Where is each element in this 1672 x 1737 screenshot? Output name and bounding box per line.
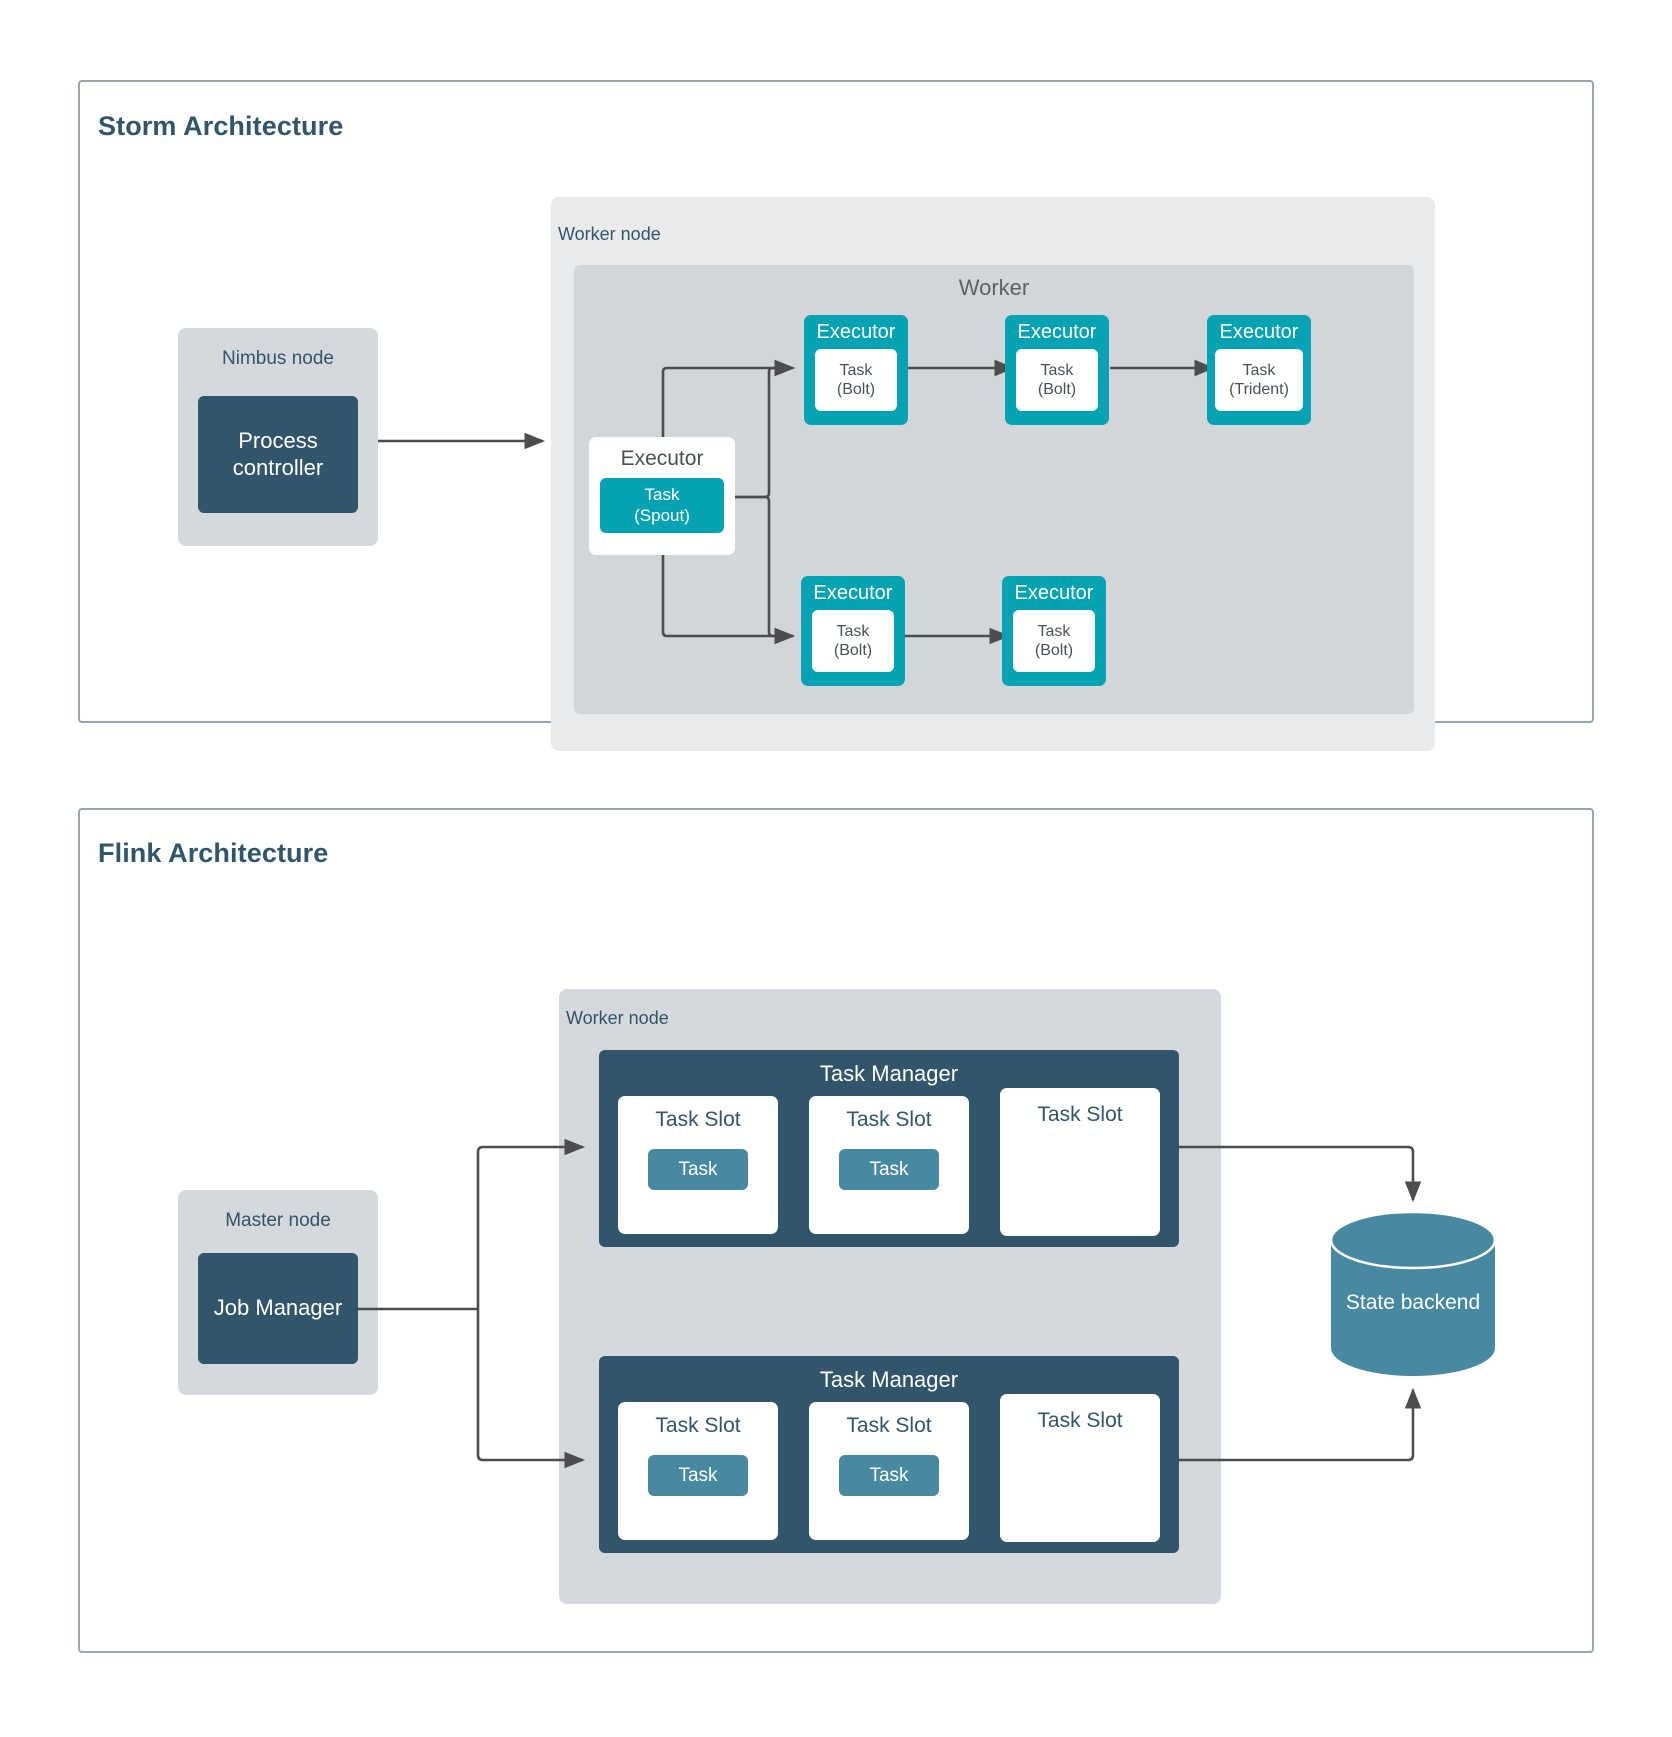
executor-spout[interactable]: Executor Task (Spout): [589, 437, 735, 555]
task-bottom-2-line2: (Bolt): [1034, 642, 1074, 659]
task-top-3-line2: (Trident): [1229, 381, 1289, 398]
executor-top-1-label: Executor: [816, 321, 896, 343]
storm-worker-node-label: Worker node: [558, 224, 661, 244]
task-1-1-label: Task: [678, 1158, 718, 1180]
task-spout[interactable]: Task (Spout): [600, 478, 724, 533]
executor-bottom-2-label: Executor: [1014, 582, 1094, 604]
flink-panel-title: Flink Architecture: [98, 838, 329, 868]
task-top-1-line2: (Bolt): [836, 381, 876, 398]
task-manager-1-title: Task Manager: [819, 1061, 959, 1086]
executor-bottom-1-label: Executor: [813, 582, 893, 604]
state-backend-cylinder[interactable]: [1329, 1210, 1497, 1378]
task-bottom-1-line1: Task: [836, 622, 870, 640]
task-manager-2-title: Task Manager: [819, 1367, 959, 1392]
flink-worker-node-label: Worker node: [566, 1008, 669, 1028]
task-2-1[interactable]: Task: [648, 1455, 748, 1496]
task-spout-line1: Task: [644, 485, 680, 505]
task-1-1[interactable]: Task: [648, 1149, 748, 1190]
task-2-1-label: Task: [678, 1464, 718, 1486]
task-top-3-line1: Task: [1242, 361, 1276, 379]
storm-worker-label: Worker: [958, 275, 1030, 300]
task-slot-1-1-label: Task Slot: [655, 1108, 741, 1131]
task-slot-1-3-label: Task Slot: [1037, 1103, 1123, 1126]
task-1-2[interactable]: Task: [839, 1149, 939, 1190]
task-slot-1-2[interactable]: Task Slot Task: [809, 1096, 969, 1234]
task-bottom-1-line2: (Bolt): [833, 642, 873, 659]
executor-bottom-1[interactable]: Executor Task (Bolt): [801, 576, 905, 686]
executor-top-1[interactable]: Executor Task (Bolt): [804, 315, 908, 425]
task-slot-1-2-label: Task Slot: [846, 1108, 932, 1131]
task-top-2[interactable]: Task (Bolt): [1016, 349, 1098, 411]
task-1-2-label: Task: [869, 1158, 909, 1180]
executor-spout-label: Executor: [620, 447, 704, 470]
task-slot-1-3[interactable]: Task Slot: [1000, 1088, 1160, 1236]
task-2-2-label: Task: [869, 1464, 909, 1486]
task-slot-2-1[interactable]: Task Slot Task: [618, 1402, 778, 1540]
task-spout-line2: (Spout): [634, 505, 690, 525]
task-slot-2-1-label: Task Slot: [655, 1414, 741, 1437]
task-top-2-line2: (Bolt): [1037, 381, 1077, 398]
task-slot-2-2[interactable]: Task Slot Task: [809, 1402, 969, 1540]
task-top-1[interactable]: Task (Bolt): [815, 349, 897, 411]
nimbus-node-label: Nimbus node: [222, 348, 334, 369]
storm-panel-title: Storm Architecture: [98, 111, 344, 141]
master-node-label: Master node: [225, 1210, 331, 1231]
task-top-2-line1: Task: [1040, 361, 1074, 379]
task-top-1-line1: Task: [839, 361, 873, 379]
process-controller-box[interactable]: Process controller: [198, 396, 358, 513]
task-slot-2-3[interactable]: Task Slot: [1000, 1394, 1160, 1542]
executor-bottom-2[interactable]: Executor Task (Bolt): [1002, 576, 1106, 686]
executor-top-2[interactable]: Executor Task (Bolt): [1005, 315, 1109, 425]
job-manager-box[interactable]: Job Manager: [198, 1253, 358, 1364]
task-top-3[interactable]: Task (Trident): [1215, 349, 1303, 411]
task-bottom-1[interactable]: Task (Bolt): [812, 610, 894, 672]
executor-top-2-label: Executor: [1017, 321, 1097, 343]
task-slot-2-2-label: Task Slot: [846, 1414, 932, 1437]
task-2-2[interactable]: Task: [839, 1455, 939, 1496]
executor-top-3[interactable]: Executor Task (Trident): [1207, 315, 1311, 425]
process-controller-label: Process controller: [232, 427, 324, 480]
task-bottom-2-line1: Task: [1037, 622, 1071, 640]
executor-top-3-label: Executor: [1219, 321, 1299, 343]
job-manager-label: Job Manager: [213, 1295, 343, 1321]
task-bottom-2[interactable]: Task (Bolt): [1013, 610, 1095, 672]
task-slot-2-3-label: Task Slot: [1037, 1409, 1123, 1432]
task-slot-1-1[interactable]: Task Slot Task: [618, 1096, 778, 1234]
